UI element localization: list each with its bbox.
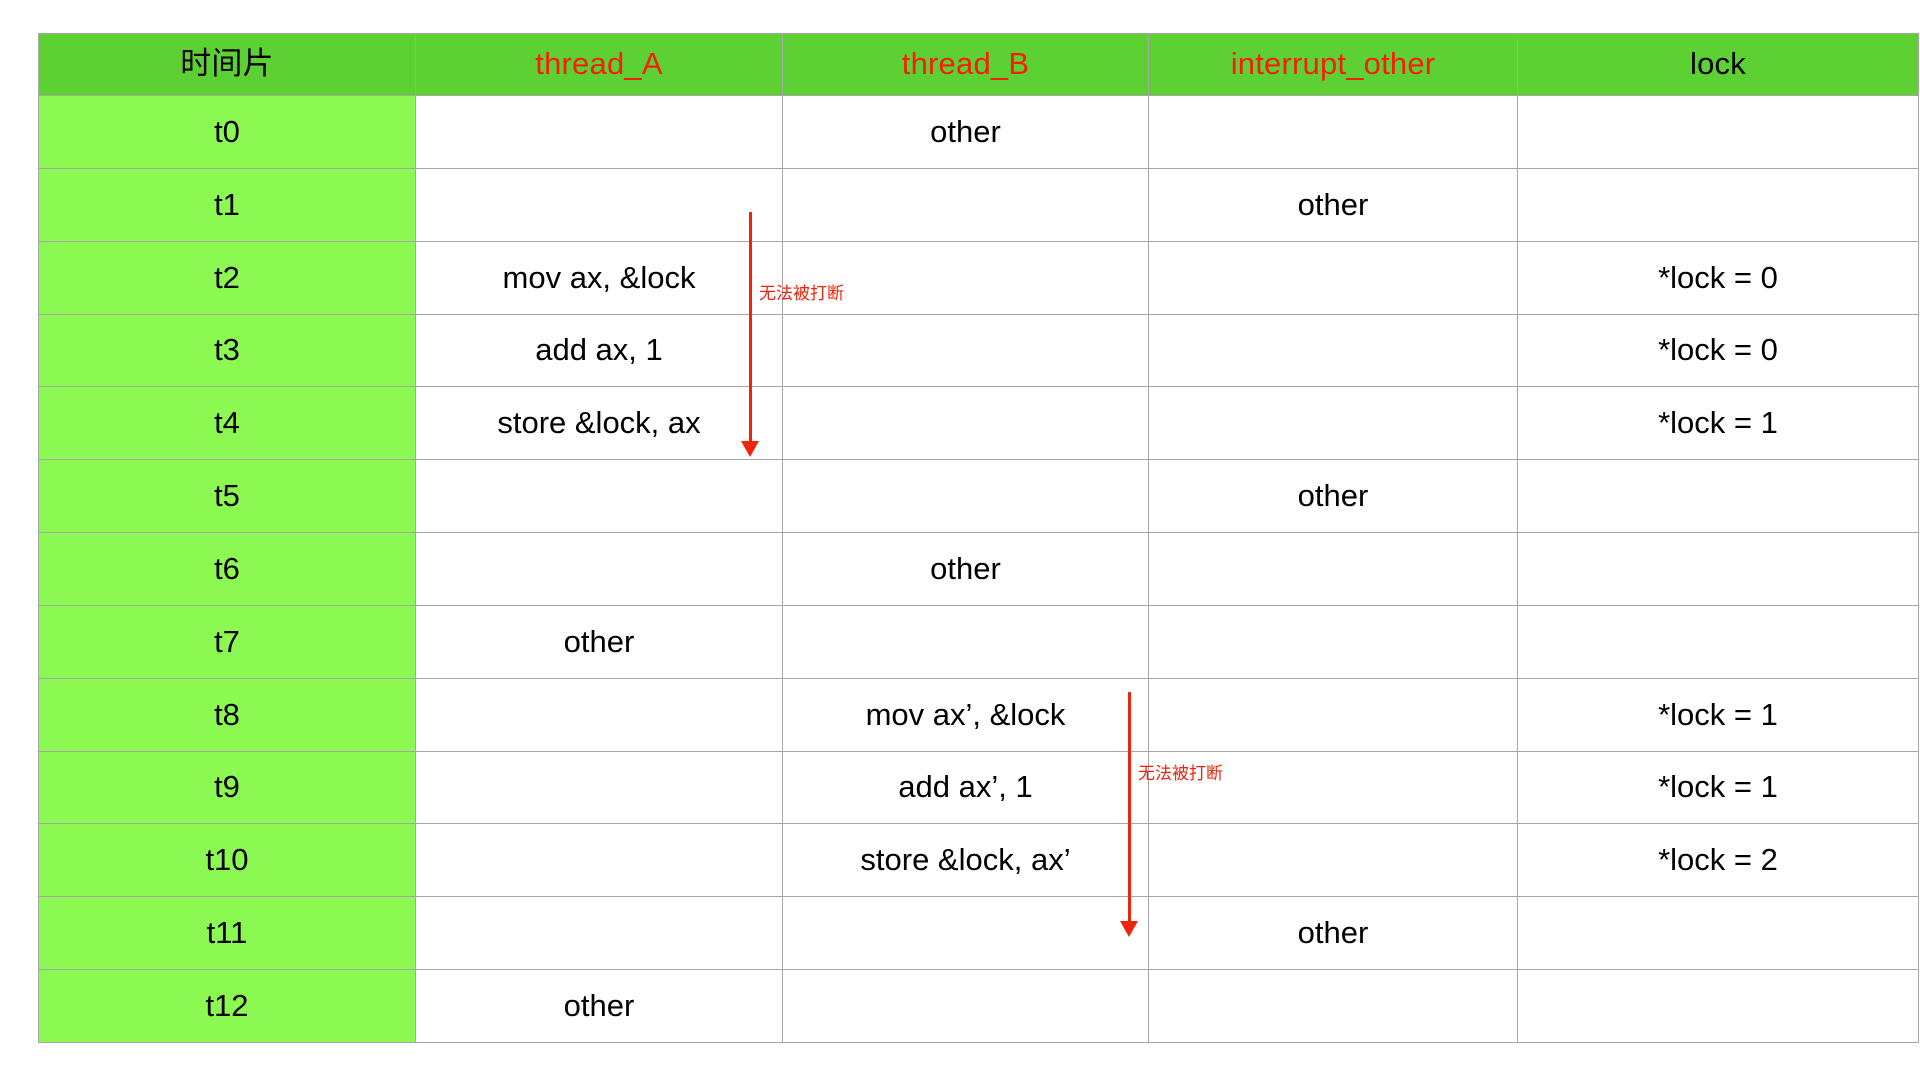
cell-interrupt-other: other [1148,167,1518,242]
cell-thread-b: add ax’, 1 [782,750,1149,825]
table-row: t11 other [38,896,1919,971]
time-slot-label: t0 [38,95,416,169]
cell-lock: *lock = 0 [1517,240,1919,315]
cell-interrupt-other [1148,240,1518,315]
table-row: t9 add ax’, 1 *lock = 1 [38,750,1919,825]
time-slot-label: t8 [38,677,416,752]
table-row: t6 other [38,532,1919,606]
table-row: t1 other [38,167,1919,242]
cell-thread-b [782,896,1149,971]
cell-thread-a [415,677,783,752]
cell-thread-a [415,95,783,169]
cell-lock: *lock = 1 [1517,677,1919,752]
column-header-lock: lock [1517,33,1919,96]
time-slot-label: t1 [38,167,416,242]
cell-thread-a: mov ax, &lock [415,240,783,315]
cell-thread-b [782,604,1149,679]
cell-thread-b [782,167,1149,242]
time-slot-label: t9 [38,750,416,825]
table-row: t5 other [38,459,1919,534]
cell-thread-a: other [415,969,783,1043]
time-slot-label: t11 [38,896,416,971]
cell-thread-a [415,823,783,898]
cell-interrupt-other [1148,677,1518,752]
cell-lock [1517,969,1919,1043]
cell-lock [1517,167,1919,242]
column-header-thread-b: thread_B [782,33,1149,96]
cell-thread-b [782,240,1149,315]
cell-interrupt-other [1148,386,1518,461]
time-slot-label: t5 [38,459,416,534]
table-row: t8 mov ax’, &lock *lock = 1 [38,677,1919,752]
cell-thread-b: other [782,532,1149,606]
cell-interrupt-other [1148,750,1518,825]
time-slot-label: t12 [38,969,416,1043]
cell-thread-b: other [782,95,1149,169]
cell-thread-b [782,969,1149,1043]
cell-thread-a: other [415,604,783,679]
column-header-interrupt-other: interrupt_other [1148,33,1518,96]
cell-interrupt-other [1148,532,1518,606]
cell-lock: *lock = 1 [1517,750,1919,825]
cell-lock: *lock = 2 [1517,823,1919,898]
cell-interrupt-other [1148,313,1518,388]
cell-thread-a [415,896,783,971]
cell-lock [1517,896,1919,971]
cell-interrupt-other: other [1148,459,1518,534]
column-header-thread-a: thread_A [415,33,783,96]
cell-interrupt-other [1148,604,1518,679]
cell-thread-a [415,459,783,534]
cell-thread-b [782,313,1149,388]
cell-lock [1517,532,1919,606]
time-slot-label: t10 [38,823,416,898]
column-header-slot: 时间片 [38,33,416,96]
cell-interrupt-other [1148,969,1518,1043]
table-row: t0 other [38,95,1919,169]
cell-lock: *lock = 1 [1517,386,1919,461]
cell-lock [1517,459,1919,534]
table-row: t10 store &lock, ax’ *lock = 2 [38,823,1919,898]
cell-interrupt-other: other [1148,896,1518,971]
cell-thread-a: add ax, 1 [415,313,783,388]
time-slot-label: t4 [38,386,416,461]
cell-thread-a [415,167,783,242]
cell-thread-b: mov ax’, &lock [782,677,1149,752]
cell-thread-b [782,459,1149,534]
cell-thread-a [415,750,783,825]
cell-thread-a: store &lock, ax [415,386,783,461]
time-slot-label: t3 [38,313,416,388]
cell-lock [1517,95,1919,169]
cell-thread-a [415,532,783,606]
cell-thread-b: store &lock, ax’ [782,823,1149,898]
time-slot-label: t2 [38,240,416,315]
cell-interrupt-other [1148,823,1518,898]
time-slot-label: t6 [38,532,416,606]
cell-interrupt-other [1148,95,1518,169]
cell-lock [1517,604,1919,679]
cell-lock: *lock = 0 [1517,313,1919,388]
time-slot-label: t7 [38,604,416,679]
cell-thread-b [782,386,1149,461]
